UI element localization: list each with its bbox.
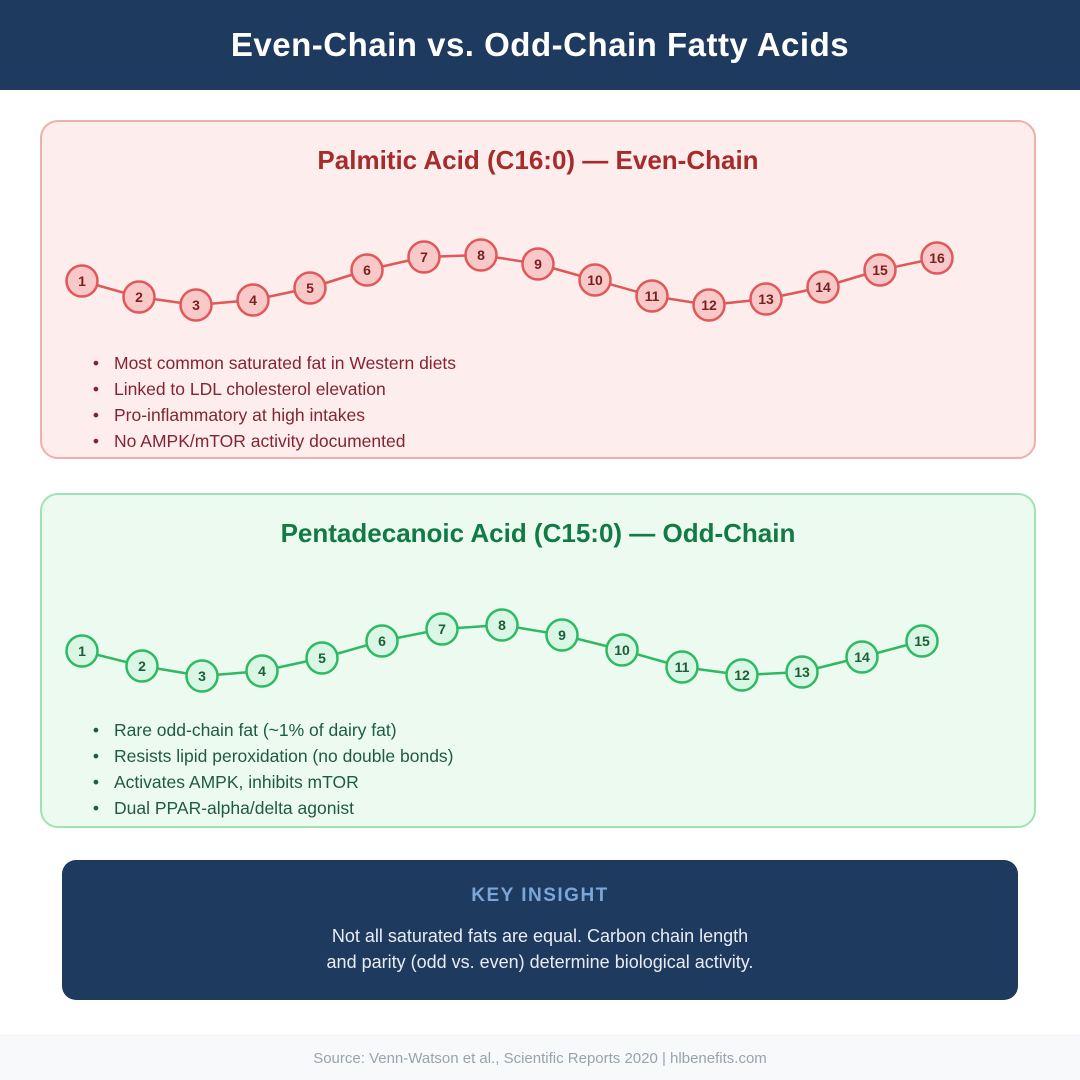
carbon-atom: 13 (749, 282, 783, 316)
carbon-number: 10 (587, 272, 603, 288)
bullet-item: Linked to LDL cholesterol elevation (88, 376, 456, 402)
carbon-number: 7 (420, 249, 428, 265)
carbon-atom: 15 (905, 624, 939, 658)
even-chain-card-title: Palmitic Acid (C16:0) — Even-Chain (317, 145, 759, 175)
carbon-number: 4 (249, 292, 257, 308)
key-insight-box: KEY INSIGHT Not all saturated fats are e… (62, 860, 1018, 1000)
odd-chain-bullet-list: Rare odd-chain fat (~1% of dairy fat)Res… (88, 717, 454, 821)
bullet-item: Pro-inflammatory at high intakes (88, 402, 456, 428)
carbon-atom: 12 (725, 658, 759, 692)
carbon-atom: 6 (365, 624, 399, 658)
key-insight-heading: KEY INSIGHT (471, 885, 609, 906)
bullet-item: Rare odd-chain fat (~1% of dairy fat) (88, 717, 454, 743)
carbon-atom: 4 (236, 283, 270, 317)
carbon-number: 2 (135, 289, 143, 305)
carbon-number: 2 (138, 658, 146, 674)
carbon-number: 9 (558, 627, 566, 643)
bullet-item: No AMPK/mTOR activity documented (88, 428, 456, 454)
carbon-atom: 13 (785, 655, 819, 689)
carbon-number: 14 (815, 279, 831, 295)
carbon-number: 4 (258, 663, 266, 679)
carbon-atom: 14 (806, 270, 840, 304)
carbon-number: 12 (734, 667, 750, 683)
carbon-number: 12 (701, 297, 717, 313)
carbon-atom: 1 (65, 264, 99, 298)
carbon-number: 10 (614, 642, 630, 658)
carbon-number: 14 (854, 649, 870, 665)
carbon-atom: 11 (665, 650, 699, 684)
carbon-atom: 6 (350, 253, 384, 287)
carbon-atom: 11 (635, 279, 669, 313)
bullet-item: Dual PPAR-alpha/delta agonist (88, 795, 454, 821)
carbon-atom: 15 (863, 253, 897, 287)
carbon-atom: 12 (692, 288, 726, 322)
carbon-number: 5 (318, 650, 326, 666)
carbon-atom: 10 (605, 633, 639, 667)
carbon-number: 11 (645, 288, 660, 304)
carbon-atom: 9 (521, 247, 555, 281)
page-title: Even-Chain vs. Odd-Chain Fatty Acids (230, 26, 850, 63)
carbon-atom: 3 (179, 288, 213, 322)
carbon-number: 8 (498, 617, 506, 633)
carbon-atom: 4 (245, 654, 279, 688)
carbon-atom: 5 (305, 641, 339, 675)
footer-bar: Source: Venn-Watson et al., Scientific R… (0, 1035, 1080, 1080)
carbon-atom: 8 (485, 608, 519, 642)
bullet-item: Most common saturated fat in Western die… (88, 350, 456, 376)
carbon-number: 16 (929, 250, 945, 266)
carbon-number: 3 (192, 297, 200, 313)
carbon-atom: 2 (122, 280, 156, 314)
carbon-atom: 1 (65, 634, 99, 668)
carbon-number: 9 (534, 256, 542, 272)
carbon-atom: 5 (293, 271, 327, 305)
carbon-number: 5 (306, 280, 314, 296)
carbon-number: 13 (758, 291, 774, 307)
carbon-atom: 8 (464, 238, 498, 272)
carbon-number: 15 (914, 633, 930, 649)
carbon-atom: 10 (578, 263, 612, 297)
carbon-atom: 14 (845, 640, 879, 674)
key-insight-line: Not all saturated fats are equal. Carbon… (331, 926, 749, 946)
carbon-number: 13 (794, 664, 810, 680)
carbon-number: 7 (438, 621, 446, 637)
carbon-number: 6 (363, 262, 371, 278)
carbon-atom: 9 (545, 618, 579, 652)
odd-chain-card-title: Pentadecanoic Acid (C15:0) — Odd-Chain (280, 518, 796, 548)
bullet-item: Resists lipid peroxidation (no double bo… (88, 743, 454, 769)
carbon-number: 3 (198, 668, 206, 684)
source-citation: Source: Venn-Watson et al., Scientific R… (313, 1050, 767, 1067)
key-insight-line: and parity (odd vs. even) determine biol… (326, 952, 754, 972)
carbon-atom: 7 (407, 240, 441, 274)
even-chain-bullet-list: Most common saturated fat in Western die… (88, 350, 456, 454)
carbon-number: 6 (378, 633, 386, 649)
odd-chain-card: Pentadecanoic Acid (C15:0) — Odd-Chain 1… (40, 493, 1036, 828)
carbon-number: 1 (78, 273, 86, 289)
carbon-number: 8 (477, 247, 485, 263)
carbon-number: 11 (675, 659, 690, 675)
carbon-atom: 2 (125, 649, 159, 683)
carbon-number: 15 (872, 262, 888, 278)
carbon-atom: 3 (185, 659, 219, 693)
carbon-atom: 16 (920, 241, 954, 275)
carbon-atom: 7 (425, 612, 459, 646)
bullet-item: Activates AMPK, inhibits mTOR (88, 769, 454, 795)
header-banner: Even-Chain vs. Odd-Chain Fatty Acids (0, 0, 1080, 90)
carbon-number: 1 (78, 643, 86, 659)
